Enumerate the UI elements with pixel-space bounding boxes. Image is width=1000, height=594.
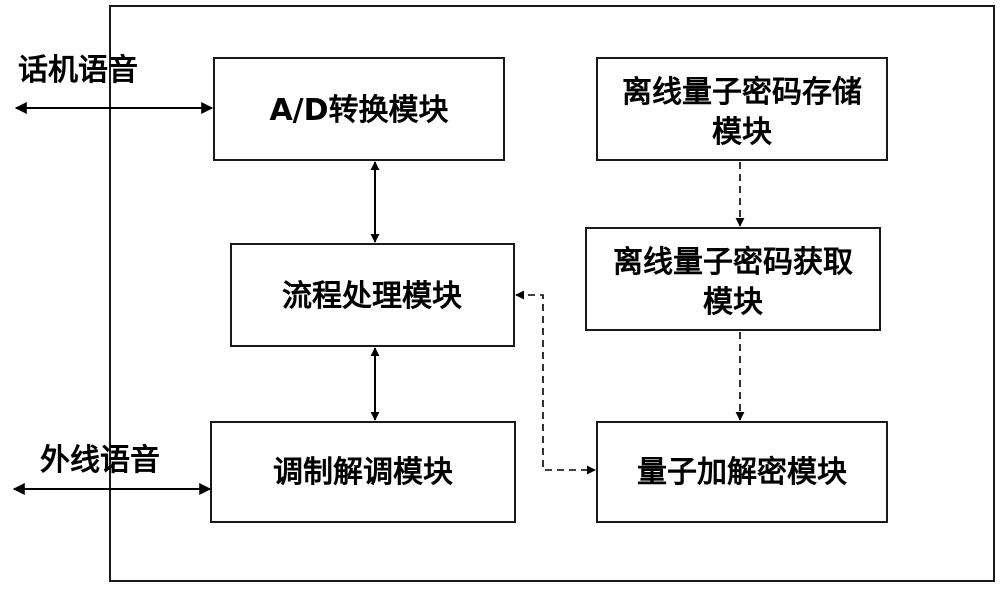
modem-label: 调制解调模块 <box>273 455 453 490</box>
quantum-crypto-label: 量子加解密模块 <box>637 455 847 490</box>
key-fetch-module <box>585 227 881 331</box>
key-fetch-label-line2: 模块 <box>703 285 763 320</box>
key-storage-label-line2: 模块 <box>712 115 772 150</box>
process-crypto-link <box>515 290 596 475</box>
device-frame <box>109 5 995 582</box>
key-storage-module <box>596 57 888 161</box>
line-voice-label: 外线语音 <box>40 443 160 478</box>
modem-module <box>210 421 516 523</box>
key-fetch-label-line1: 离线量子密码获取 <box>613 245 853 280</box>
key-storage-label-line1: 离线量子密码存储 <box>622 75 862 110</box>
quantum-crypto-module <box>596 421 888 523</box>
ad-conversion-label: A/D转换模块 <box>269 93 448 128</box>
process-handling-label: 流程处理模块 <box>282 279 462 314</box>
ad-conversion-module <box>213 57 505 161</box>
process-handling-module <box>230 243 515 347</box>
handset-voice-label: 话机语音 <box>18 53 138 88</box>
